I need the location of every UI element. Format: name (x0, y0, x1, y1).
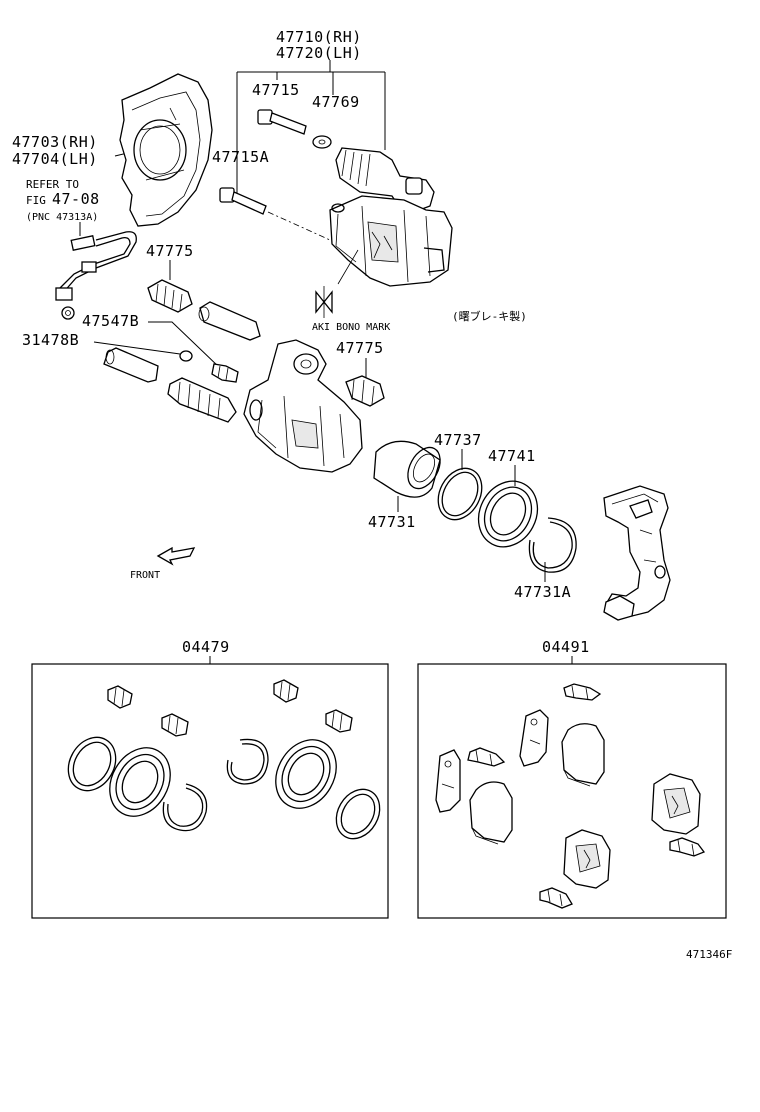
seal-kit-contents (67, 679, 381, 840)
kit-ring-left (162, 783, 208, 832)
kit-boot-1 (107, 685, 133, 709)
mounting-bracket (603, 485, 671, 621)
refer-line1: REFER TO (26, 178, 79, 191)
mark-text: AKI BONO MARK (312, 322, 390, 333)
label-caliper-rh: 47710(RH) (276, 28, 362, 46)
label-seal-kit: 04479 (182, 638, 230, 656)
slide-pin-lower (103, 347, 159, 383)
refer-line2: FIG (26, 194, 46, 207)
label-pin-bolt: 47715 (252, 81, 300, 99)
pin-bolt-a (219, 187, 267, 215)
figure-id: 471346F (686, 948, 732, 961)
slide-pin-upper (198, 301, 261, 341)
kit-pad-1 (561, 723, 605, 787)
boot-upper (147, 279, 193, 313)
label-set-ring: 47731A (514, 583, 571, 601)
kit-boot-4 (325, 709, 353, 733)
piston (373, 440, 441, 498)
refer-fig-no: 47-08 (52, 190, 100, 208)
kit-clip-2 (467, 747, 506, 767)
cap-leader (93, 341, 181, 355)
kit-boot-2 (161, 713, 189, 737)
kit-ring-right (226, 738, 269, 785)
label-dust-cover-rh: 47703(RH) (12, 133, 98, 151)
label-dust-cover-lh: 47704(LH) (12, 150, 98, 168)
bleeder-screw (211, 363, 239, 383)
kit-pad-3 (651, 773, 701, 835)
pad-kit-contents (435, 683, 706, 909)
aki-bono-mark-symbol (315, 249, 359, 318)
caliper-leader-bracket (236, 60, 386, 200)
kit-seal-left (67, 736, 117, 792)
front-arrow-icon (156, 546, 196, 566)
label-boot-lower: 47775 (336, 339, 384, 357)
kit-clip-1 (563, 683, 602, 701)
piston-boot (477, 480, 539, 548)
pin-axis-upper (267, 211, 331, 241)
refer-pnc: (PNC 47313A) (26, 212, 98, 223)
pin-bolt (257, 109, 307, 135)
boot-lower-left (167, 377, 237, 423)
label-boot: 47775 (146, 242, 194, 260)
label-caliper-lh: 47720(LH) (276, 44, 362, 62)
label-washer: 47769 (312, 93, 360, 111)
washer (312, 135, 332, 149)
label-bleeder: 47547B (82, 312, 139, 330)
kit-pad-2 (469, 781, 513, 845)
seal-kit-box (31, 663, 389, 919)
boot-lower-right (345, 375, 385, 407)
kit-seal-right (335, 788, 381, 840)
piston-seal (437, 467, 483, 521)
label-piston: 47731 (368, 513, 416, 531)
caliper-upper (329, 147, 453, 287)
brake-hose (55, 231, 137, 320)
label-piston-seal: 47737 (434, 431, 482, 449)
label-cap: 31478B (22, 331, 79, 349)
pad-kit-box (417, 663, 727, 919)
kit-clip-4 (539, 887, 573, 909)
label-piston-boot: 47741 (488, 447, 536, 465)
label-pad-kit: 04491 (542, 638, 590, 656)
dust-cover (119, 73, 213, 227)
set-ring (528, 517, 577, 573)
bleeder-cap (179, 350, 193, 362)
kit-piston-boot-right (275, 739, 337, 809)
kit-piston-boot-left (109, 747, 171, 817)
label-pin-bolt-a: 47715A (212, 148, 269, 166)
kit-shim-1 (519, 709, 549, 767)
bleeder-leader (148, 321, 221, 369)
front-label: FRONT (130, 570, 160, 581)
kit-boot-3 (273, 679, 299, 703)
kit-shim-2 (435, 749, 461, 813)
kit-clip-3 (669, 837, 706, 857)
caliper-lower (243, 339, 363, 473)
kit-pad-4 (563, 829, 611, 889)
mark-note: (曙ブレ-キ製) (452, 309, 527, 323)
